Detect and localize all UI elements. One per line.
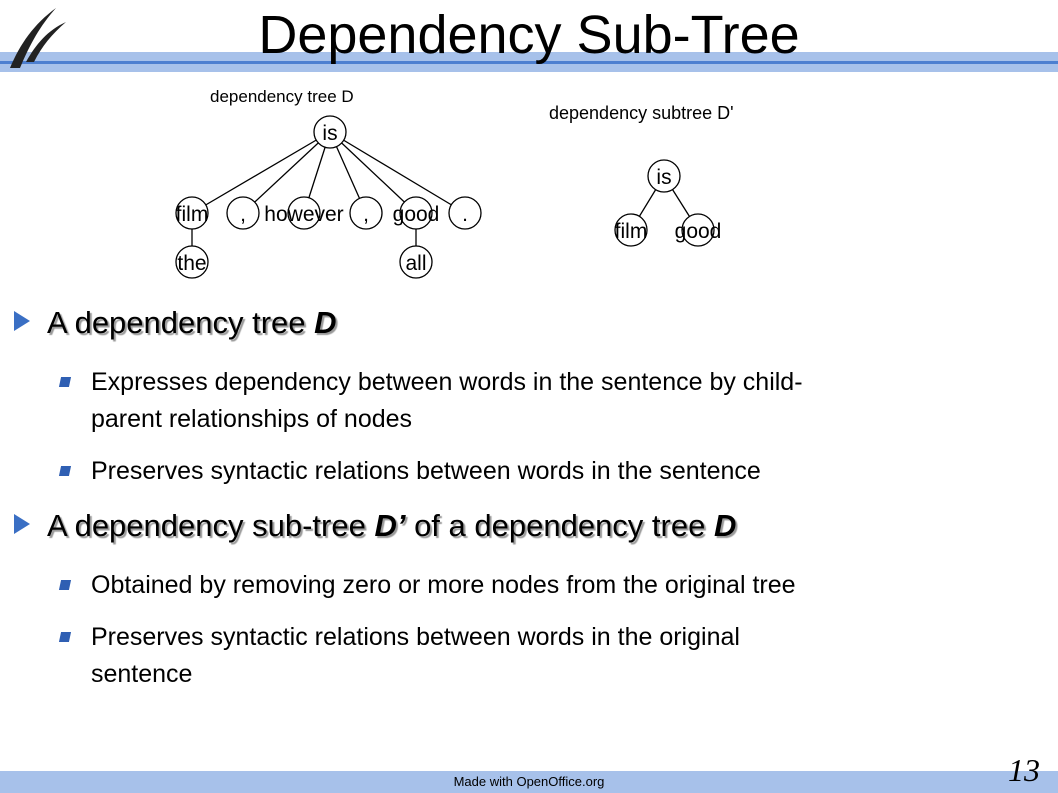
tree-node-all <box>399 245 433 279</box>
tree-node-comma2 <box>349 196 383 230</box>
square-bullet-icon <box>58 377 72 387</box>
tree-label-film: film <box>176 203 209 226</box>
sub-bullet-line1: Preserves syntactic relations between wo… <box>91 623 740 651</box>
bullet-dependency-tree: A dependency tree D <box>14 305 337 341</box>
tree-caption: dependency tree D <box>210 87 354 106</box>
subtree-caption: dependency subtree D' <box>549 103 734 123</box>
tree-node-is <box>313 115 347 149</box>
bullet-emph-2: D <box>713 508 737 543</box>
tree-label-however: however <box>264 203 343 226</box>
title-bar <box>0 52 1058 72</box>
bullet-dependency-subtree: A dependency sub-tree D’ of a dependency… <box>14 508 737 544</box>
subtree-label-film: film <box>615 220 648 243</box>
sub-bullet-preserves-2: Preserves syntactic relations between wo… <box>58 619 740 693</box>
sub-bullet-text: Preserves syntactic relations between wo… <box>91 457 761 485</box>
tree-node-the <box>175 245 209 279</box>
tree-node-period <box>448 196 482 230</box>
subtree-node-film <box>614 213 648 247</box>
tree-label-comma1: , <box>240 203 246 226</box>
tree-label-comma2: , <box>363 203 369 226</box>
subtree-node-is <box>647 159 681 193</box>
sub-bullet-expresses: Expresses dependency between words in th… <box>58 364 803 438</box>
square-bullet-icon <box>58 580 72 590</box>
tree-label-good: good <box>393 203 440 226</box>
openoffice-gull-logo <box>10 8 66 68</box>
bullet-text-mid: of a dependency tree <box>405 508 714 543</box>
bullet-emph: D <box>314 305 337 340</box>
triangle-bullet-icon <box>14 311 30 331</box>
bullet-text: A dependency sub-tree <box>47 508 375 543</box>
triangle-bullet-icon <box>14 514 30 534</box>
sub-bullet-obtained: Obtained by removing zero or more nodes … <box>58 567 796 604</box>
sub-bullet-preserves-1: Preserves syntactic relations between wo… <box>58 453 761 490</box>
tree-label-period: . <box>462 203 468 226</box>
tree-node-however <box>287 196 321 230</box>
subtree-node-good <box>681 213 715 247</box>
dependency-tree-diagram: is film , however , good . the all is fi… <box>175 87 734 279</box>
tree-node-film <box>175 196 209 230</box>
sub-bullet-line2: parent relationships of nodes <box>91 405 413 433</box>
subtree-label-good: good <box>675 220 722 243</box>
bullet-emph-1: D’ <box>374 508 406 543</box>
tree-node-good <box>399 196 433 230</box>
sub-bullet-line1: Expresses dependency between words in th… <box>91 368 803 396</box>
square-bullet-icon <box>58 632 72 642</box>
tree-node-comma1 <box>226 196 260 230</box>
bullet-text: A dependency tree <box>47 305 315 340</box>
sub-bullet-text: Obtained by removing zero or more nodes … <box>91 571 796 599</box>
footer-text: Made with OpenOffice.org <box>453 774 605 789</box>
page-number: 13 <box>1008 752 1040 788</box>
tree-label-the: the <box>177 252 206 275</box>
sub-bullet-line2: sentence <box>91 660 193 688</box>
tree-label-is: is <box>322 122 337 145</box>
subtree-label-is: is <box>656 166 671 189</box>
square-bullet-icon <box>58 466 72 476</box>
slide-title: Dependency Sub-Tree <box>258 5 800 65</box>
tree-label-all: all <box>405 252 426 275</box>
footer-bar <box>0 771 1058 793</box>
title-bar-stripe <box>0 61 1058 64</box>
